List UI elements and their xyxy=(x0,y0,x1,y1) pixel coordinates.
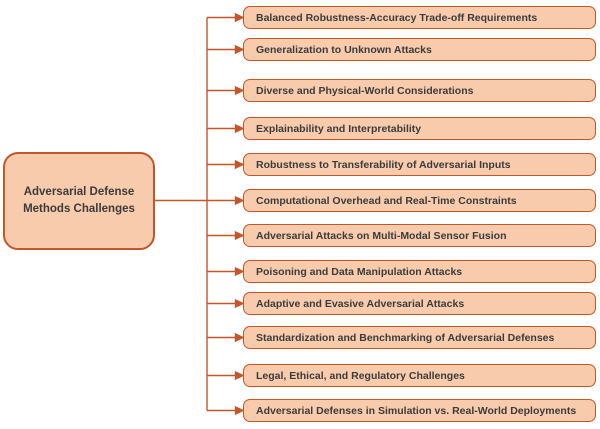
branch-connector xyxy=(207,298,245,309)
arrowhead-icon xyxy=(234,195,245,206)
branch-label: Adversarial Defenses in Simulation vs. R… xyxy=(256,404,577,417)
branch-node-transferability: Robustness to Transferability of Adversa… xyxy=(243,153,596,176)
branch-label: Generalization to Unknown Attacks xyxy=(256,43,432,56)
branch-node-standardization: Standardization and Benchmarking of Adve… xyxy=(243,326,596,349)
branch-node-balanced-robustness: Balanced Robustness-Accuracy Trade-off R… xyxy=(243,6,596,29)
branch-node-computational-overhead: Computational Overhead and Real-Time Con… xyxy=(243,189,596,212)
branch-node-diverse-physical-world: Diverse and Physical-World Consideration… xyxy=(243,79,596,102)
arrowhead-icon xyxy=(234,370,245,381)
branch-label: Explainability and Interpretability xyxy=(256,122,422,135)
branch-connector xyxy=(207,266,245,277)
branch-label: Balanced Robustness-Accuracy Trade-off R… xyxy=(256,11,538,24)
branch-label: Robustness to Transferability of Adversa… xyxy=(256,158,511,171)
branch-label: Adaptive and Evasive Adversarial Attacks xyxy=(256,297,465,310)
branch-connector xyxy=(207,85,245,96)
branch-connector xyxy=(207,159,245,170)
branch-connector xyxy=(207,230,245,241)
arrowhead-icon xyxy=(234,12,245,23)
branch-connector xyxy=(207,195,245,206)
arrowhead-icon xyxy=(234,266,245,277)
branch-connector xyxy=(207,12,245,23)
branch-connector xyxy=(207,123,245,134)
branch-label: Diverse and Physical-World Consideration… xyxy=(256,84,474,97)
branch-node-simulation-vs-real-world: Adversarial Defenses in Simulation vs. R… xyxy=(243,399,596,422)
branch-node-generalization: Generalization to Unknown Attacks xyxy=(243,38,596,61)
arrowhead-icon xyxy=(234,44,245,55)
arrowhead-icon xyxy=(234,85,245,96)
arrowhead-icon xyxy=(234,123,245,134)
branch-connector xyxy=(207,405,245,416)
branch-node-multi-modal-fusion: Adversarial Attacks on Multi-Modal Senso… xyxy=(243,224,596,247)
branch-label: Legal, Ethical, and Regulatory Challenge… xyxy=(256,369,465,382)
branch-label: Standardization and Benchmarking of Adve… xyxy=(256,331,555,344)
arrowhead-icon xyxy=(234,332,245,343)
branch-connector xyxy=(207,332,245,343)
branch-connector xyxy=(207,370,245,381)
root-node-label: Adversarial Defense Methods Challenges xyxy=(23,186,135,215)
branch-node-adaptive-evasive: Adaptive and Evasive Adversarial Attacks xyxy=(243,292,596,315)
arrowhead-icon xyxy=(234,405,245,416)
arrowhead-icon xyxy=(234,159,245,170)
arrowhead-icon xyxy=(234,298,245,309)
root-node: Adversarial Defense Methods Challenges xyxy=(3,152,155,250)
branch-node-poisoning: Poisoning and Data Manipulation Attacks xyxy=(243,260,596,283)
branch-connector xyxy=(207,44,245,55)
branch-label: Poisoning and Data Manipulation Attacks xyxy=(256,265,463,278)
branch-node-explainability: Explainability and Interpretability xyxy=(243,117,596,140)
branch-node-legal-ethical: Legal, Ethical, and Regulatory Challenge… xyxy=(243,364,596,387)
branch-label: Adversarial Attacks on Multi-Modal Senso… xyxy=(256,229,507,242)
arrowhead-icon xyxy=(234,230,245,241)
branch-label: Computational Overhead and Real-Time Con… xyxy=(256,194,517,207)
